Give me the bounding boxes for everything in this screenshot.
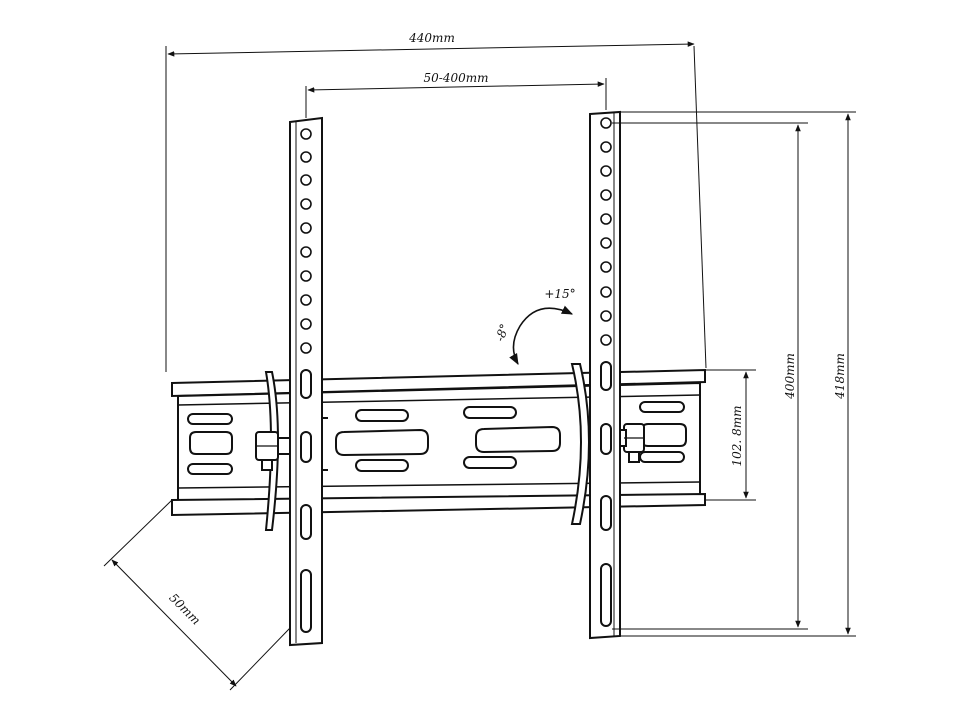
left-arm-holes <box>300 128 312 354</box>
tilt-arrow <box>509 305 574 365</box>
dim-rail-height <box>706 369 756 501</box>
dim-wall-depth-label: 50mm <box>166 591 203 628</box>
dim-overall-width <box>165 41 707 372</box>
dim-hole-spacing-vertical <box>612 122 808 630</box>
tilt-down-label: -8° <box>493 322 512 343</box>
left-latch <box>255 371 293 531</box>
left-vertical-arm <box>289 116 328 647</box>
dim-overall-width-label: 440mm <box>408 31 455 45</box>
dim-wall-depth <box>103 499 291 691</box>
tilt-up-label: +15° <box>544 287 575 301</box>
dim-overall-height-label: 418mm <box>833 353 847 400</box>
rail-slots <box>187 401 687 475</box>
dim-hole-spacing-horizontal <box>305 78 607 118</box>
right-arm-holes <box>600 117 612 346</box>
dim-hole-spacing-vertical-label: 400mm <box>783 353 797 400</box>
dim-rail-height-label: 102. 8mm <box>730 406 744 467</box>
dim-hole-spacing-horizontal-label: 50-400mm <box>424 71 489 85</box>
right-vertical-arm <box>589 110 621 640</box>
dim-overall-height <box>620 111 856 637</box>
